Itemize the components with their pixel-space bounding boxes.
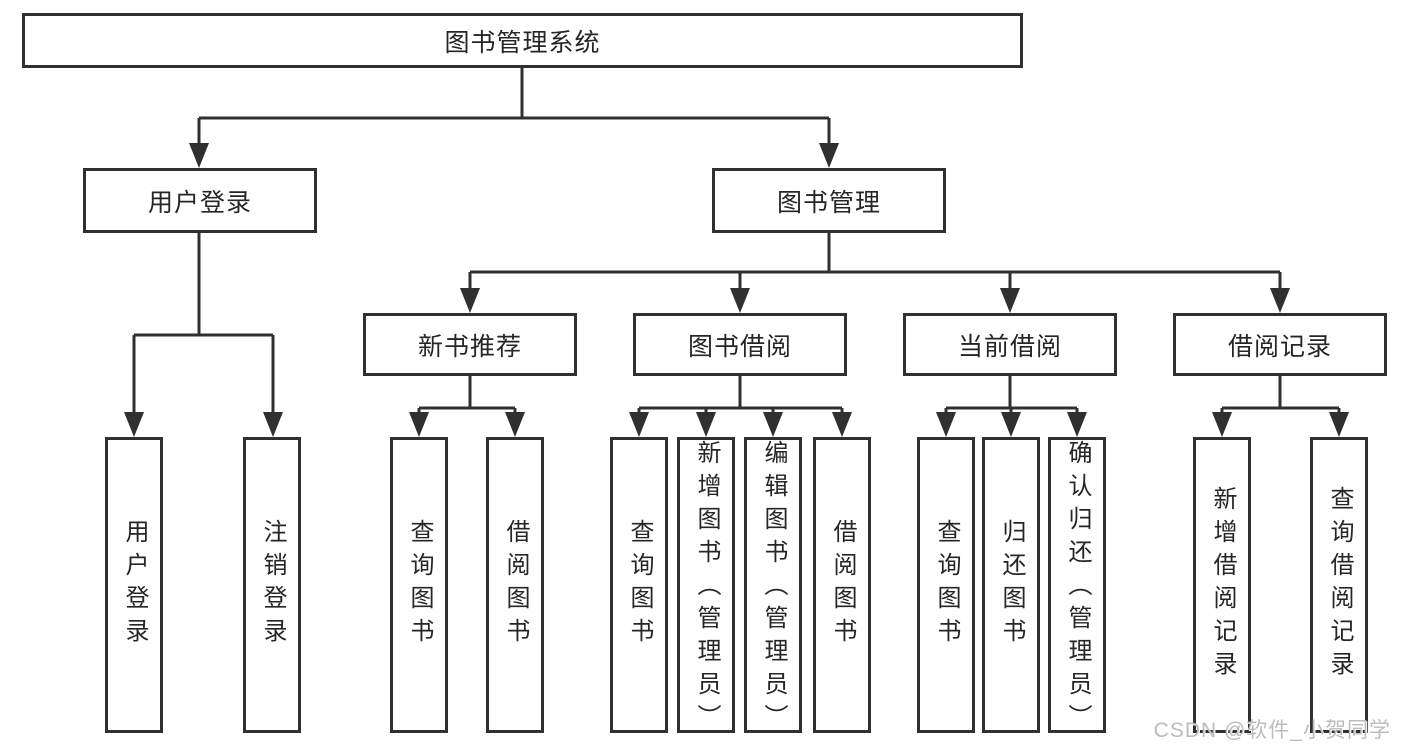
node-root-label: 图书管理系统 <box>444 28 601 57</box>
node-book-management-label: 图书管理 <box>776 188 881 217</box>
leaf-query-books-borrow: 查询图书 <box>610 437 668 733</box>
leaf-query-books-borrow-label: 查询图书 <box>626 519 653 651</box>
node-new-book-recommend: 新书推荐 <box>363 313 577 376</box>
leaf-borrow-books-borrow-label: 借阅图书 <box>829 519 856 651</box>
leaf-user-login-label: 用户登录 <box>121 519 148 651</box>
leaf-user-login: 用户登录 <box>105 437 163 733</box>
leaf-borrow-books-borrow: 借阅图书 <box>813 437 871 733</box>
node-user-login-label: 用户登录 <box>147 188 252 217</box>
node-new-book-recommend-label: 新书推荐 <box>417 332 522 361</box>
leaf-query-books-current-label: 查询图书 <box>933 519 960 651</box>
csdn-watermark: CSDN @软件_小贺同学 <box>1153 719 1391 742</box>
leaf-logout-label: 注销登录 <box>259 519 286 651</box>
node-book-borrow: 图书借阅 <box>633 313 847 376</box>
leaf-query-books-current: 查询图书 <box>917 437 975 733</box>
leaf-query-books-recommend: 查询图书 <box>390 437 448 733</box>
elbow-connectors <box>132 68 1341 422</box>
leaf-confirm-return-admin-label: 确认归还（管理员） <box>1064 440 1091 737</box>
leaf-confirm-return-admin: 确认归还（管理员） <box>1048 437 1106 737</box>
leaf-borrow-books-recommend: 借阅图书 <box>486 437 544 733</box>
leaf-add-borrow-record-label: 新增借阅记录 <box>1209 486 1236 684</box>
leaf-borrow-books-recommend-label: 借阅图书 <box>502 519 529 651</box>
node-borrow-records-label: 借阅记录 <box>1227 332 1332 361</box>
node-user-login: 用户登录 <box>83 168 317 233</box>
leaf-query-borrow-record-label: 查询借阅记录 <box>1326 486 1353 684</box>
node-root-system: 图书管理系统 <box>22 13 1023 68</box>
node-current-borrow: 当前借阅 <box>903 313 1117 376</box>
leaf-add-borrow-record: 新增借阅记录 <box>1193 437 1251 733</box>
leaf-add-book-admin-label: 新增图书（管理员） <box>693 440 720 737</box>
leaf-edit-book-admin: 编辑图书（管理员） <box>744 437 802 737</box>
node-book-borrow-label: 图书借阅 <box>687 332 792 361</box>
node-book-management: 图书管理 <box>712 168 946 233</box>
leaf-return-book-label: 归还图书 <box>998 519 1025 651</box>
arrowheads <box>124 143 1349 437</box>
node-borrow-records: 借阅记录 <box>1173 313 1387 376</box>
leaf-edit-book-admin-label: 编辑图书（管理员） <box>760 440 787 737</box>
leaf-logout: 注销登录 <box>243 437 301 733</box>
node-current-borrow-label: 当前借阅 <box>957 332 1062 361</box>
leaf-query-books-recommend-label: 查询图书 <box>406 519 433 651</box>
leaf-add-book-admin: 新增图书（管理员） <box>677 437 735 737</box>
leaf-return-book: 归还图书 <box>982 437 1040 733</box>
leaf-query-borrow-record: 查询借阅记录 <box>1310 437 1368 733</box>
